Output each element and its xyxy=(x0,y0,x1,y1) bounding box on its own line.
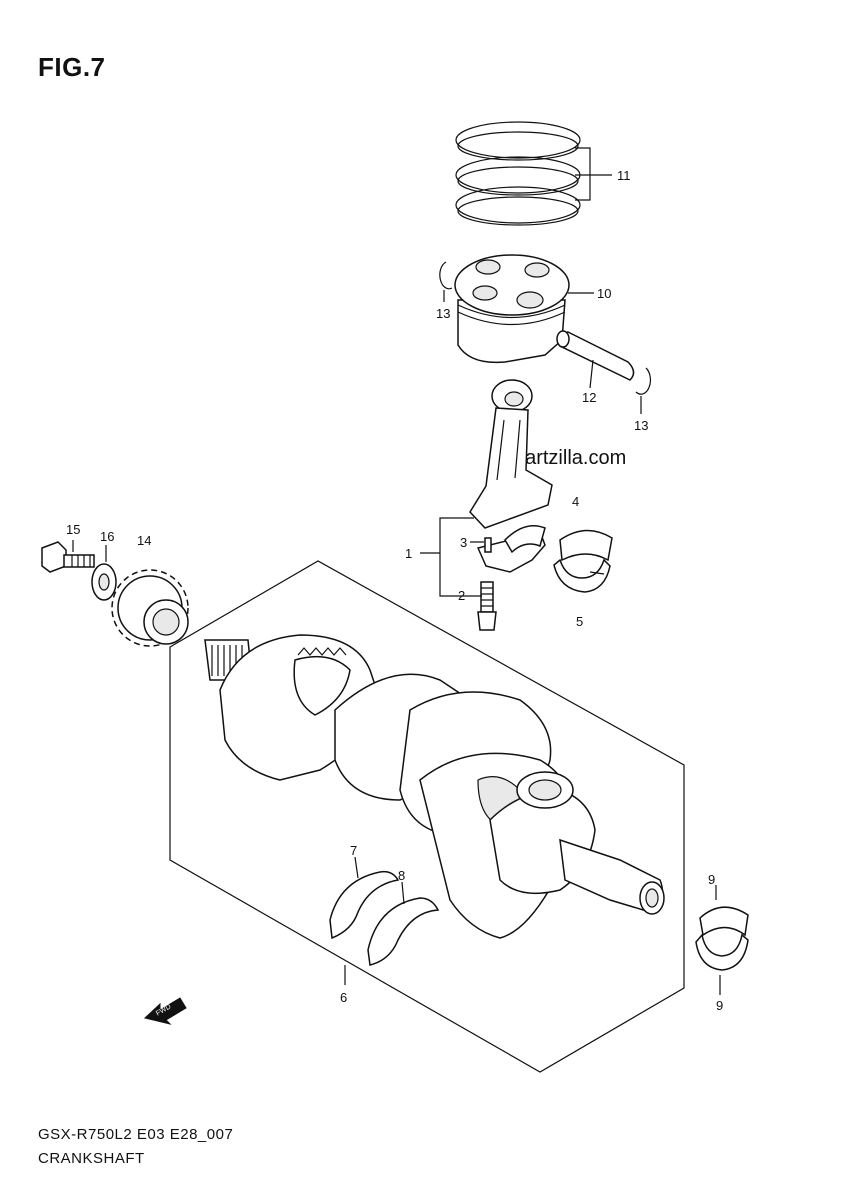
callout-9-top[interactable]: 9 xyxy=(708,872,715,887)
forward-direction-arrow: FWD xyxy=(143,997,187,1025)
thrust-washer-7[interactable] xyxy=(329,870,400,940)
callout-15[interactable]: 15 xyxy=(66,522,80,537)
callout-3[interactable]: 3 xyxy=(460,535,467,550)
piston-rings[interactable] xyxy=(455,121,581,226)
piston-pin[interactable] xyxy=(556,330,635,381)
callout-11[interactable]: 11 xyxy=(617,168,631,183)
callout-8[interactable]: 8 xyxy=(398,868,405,883)
callout-4[interactable]: 4 xyxy=(572,494,579,509)
connecting-rod[interactable] xyxy=(469,379,553,529)
callout-7[interactable]: 7 xyxy=(350,843,357,858)
thrust-washer-8[interactable] xyxy=(367,897,440,966)
piston[interactable] xyxy=(454,254,570,364)
callout-10[interactable]: 10 xyxy=(597,286,611,301)
crank-timing-gear[interactable] xyxy=(111,569,189,647)
gear-bolt[interactable] xyxy=(41,541,95,573)
crankshaft[interactable] xyxy=(204,634,665,939)
callout-1[interactable]: 1 xyxy=(405,546,412,561)
callout-14[interactable]: 14 xyxy=(137,533,151,548)
callout-5[interactable]: 5 xyxy=(576,614,583,629)
figure-title: FIG.7 xyxy=(38,52,106,82)
callout-16[interactable]: 16 xyxy=(100,529,114,544)
callout-13-left[interactable]: 13 xyxy=(436,306,450,321)
crankpin-bearing-set[interactable] xyxy=(553,529,613,593)
crankshaft-main-bearing[interactable] xyxy=(695,906,749,971)
gear-washer[interactable] xyxy=(91,563,117,601)
model-code: GSX-R750L2 E03 E28_007 xyxy=(38,1126,234,1143)
connecting-rod-bolt[interactable] xyxy=(477,581,497,631)
piston-pin-circlip-left[interactable] xyxy=(439,261,453,290)
rod-bearing-upper[interactable] xyxy=(504,525,546,554)
rod-locating-pin[interactable] xyxy=(484,537,492,553)
piston-pin-circlip-right[interactable] xyxy=(635,367,652,395)
callout-9-bottom[interactable]: 9 xyxy=(716,998,723,1013)
callout-6[interactable]: 6 xyxy=(340,990,347,1005)
watermark-text: Partzilla.com xyxy=(511,447,627,469)
assembly-name: CRANKSHAFT xyxy=(38,1150,145,1167)
callout-2[interactable]: 2 xyxy=(458,588,465,603)
assembly-frame xyxy=(169,560,685,1073)
callout-13-right[interactable]: 13 xyxy=(634,418,648,433)
callout-12[interactable]: 12 xyxy=(582,390,596,405)
